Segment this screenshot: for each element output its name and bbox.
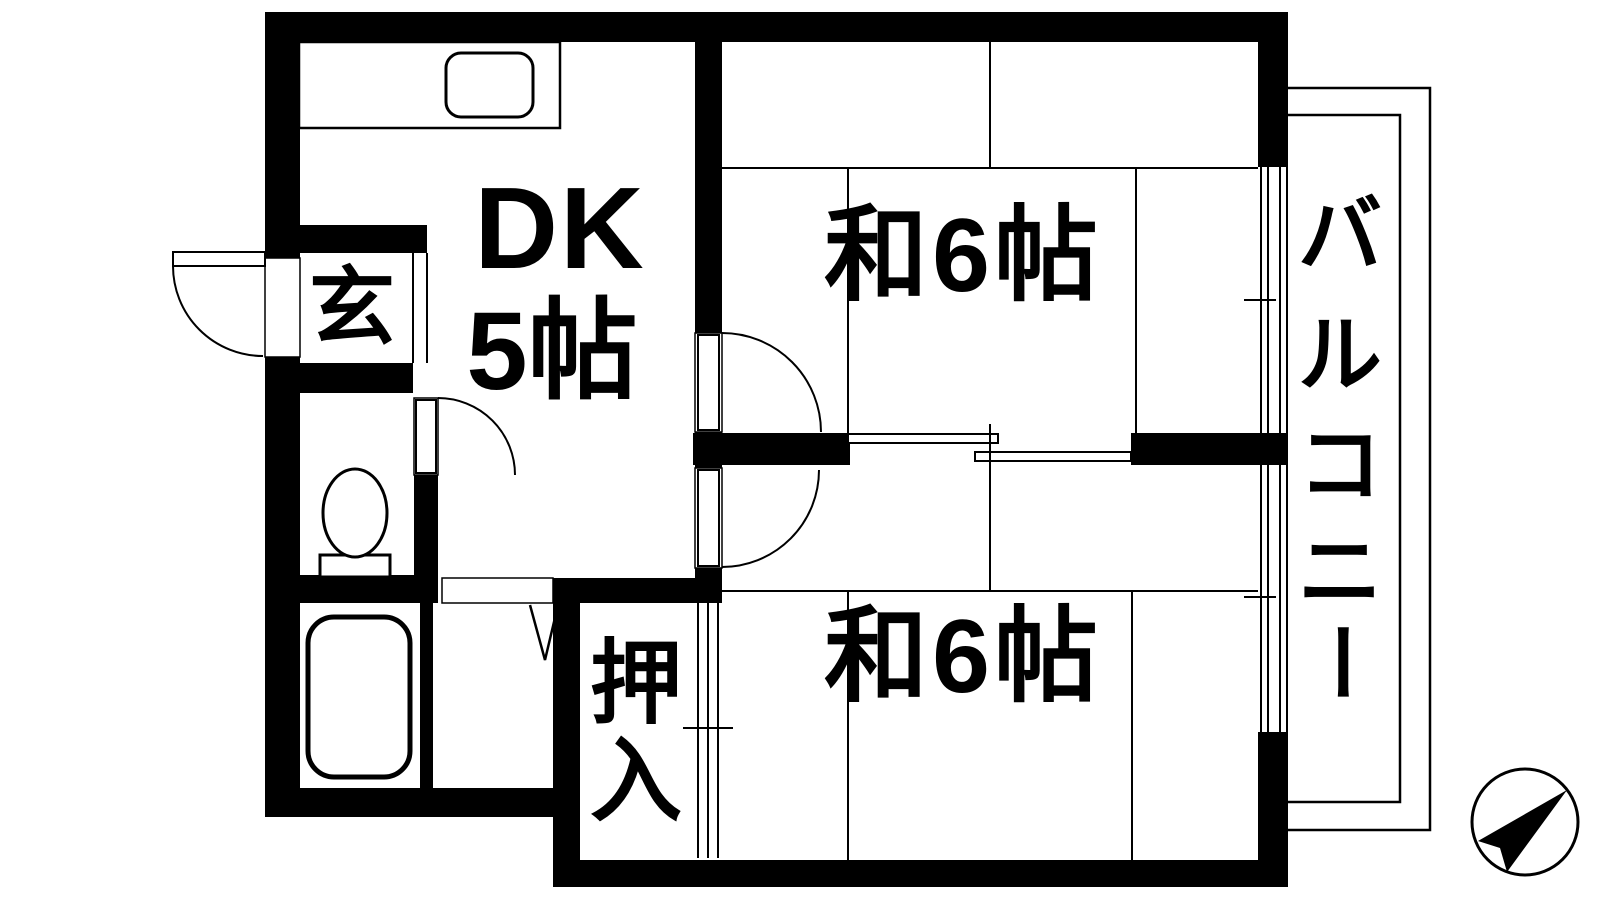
kitchen-sink xyxy=(444,51,535,119)
upper-room-door-arc xyxy=(721,332,822,433)
room-label-balcony-char4: ニ xyxy=(1297,525,1383,619)
doors xyxy=(172,251,822,661)
toilet-door-arc xyxy=(437,397,516,476)
wall-top xyxy=(265,12,1288,42)
walls xyxy=(265,12,1288,887)
fixtures xyxy=(305,467,413,780)
room-label-washitsu-lower: 和6帖 xyxy=(824,599,1102,715)
toilet-door-leaf xyxy=(415,399,437,474)
lower-room-door-leaf xyxy=(697,469,720,567)
wall-dk-rooms-lower-nub xyxy=(695,568,722,603)
wall-bath-partition xyxy=(420,603,433,788)
room-label-washitsu-upper: 和6帖 xyxy=(824,198,1102,314)
balcony-railing xyxy=(1288,86,1432,832)
room-label-balcony-char2: ル xyxy=(1297,308,1383,402)
wall-rooms-partition-left xyxy=(693,433,850,465)
bathtub xyxy=(305,614,413,780)
balcony-windows xyxy=(1244,167,1288,732)
wall-entrance-bottom xyxy=(300,363,413,393)
room-label-balcony-char5: ー xyxy=(1293,619,1387,705)
wall-bath-top xyxy=(272,575,438,603)
washroom-opening xyxy=(441,577,554,604)
compass-icon xyxy=(1470,767,1580,877)
kitchen-counter-group xyxy=(297,40,562,130)
toilet-bowl xyxy=(321,467,389,559)
room-label-closet-char1: 押 xyxy=(589,633,683,735)
wall-closet-top xyxy=(553,578,722,603)
bath-folding-door xyxy=(528,604,560,661)
wall-right-upper xyxy=(1258,12,1288,167)
entrance-step xyxy=(412,253,428,363)
upper-room-door-leaf xyxy=(697,334,720,431)
entrance-door-arc xyxy=(172,265,264,357)
tatami-lines xyxy=(722,42,1258,860)
balcony-outer-rail xyxy=(1288,86,1432,832)
fusuma-partition xyxy=(847,424,1132,472)
wall-bottom-main xyxy=(553,860,1288,887)
closet-sliding-door xyxy=(683,603,733,858)
room-label-dk-size: 5帖 xyxy=(466,290,638,413)
room-label-dk: DK xyxy=(474,163,646,293)
room-label-balcony-char1: バ xyxy=(1297,188,1383,282)
fusuma-panel xyxy=(974,451,1132,462)
lower-room-door-arc xyxy=(721,469,820,568)
entrance-opening xyxy=(264,257,301,358)
wall-toilet-right xyxy=(414,475,438,578)
wall-rooms-partition-right xyxy=(1131,433,1288,465)
room-label-closet-char2: 入 xyxy=(589,731,683,833)
wall-closet-left xyxy=(553,578,580,862)
compass-needle xyxy=(1478,790,1567,872)
entrance-door-leaf xyxy=(172,251,266,267)
fusuma-panel xyxy=(847,433,999,444)
wall-left xyxy=(265,12,300,817)
room-label-entrance: 玄 xyxy=(309,260,395,356)
room-label-balcony-char3: コ xyxy=(1297,418,1383,512)
wall-dk-rooms-upper xyxy=(695,42,722,333)
wall-bottom-bath-block xyxy=(265,788,553,817)
balcony-inner-rail xyxy=(1288,113,1402,804)
wall-entrance-top xyxy=(300,225,427,253)
